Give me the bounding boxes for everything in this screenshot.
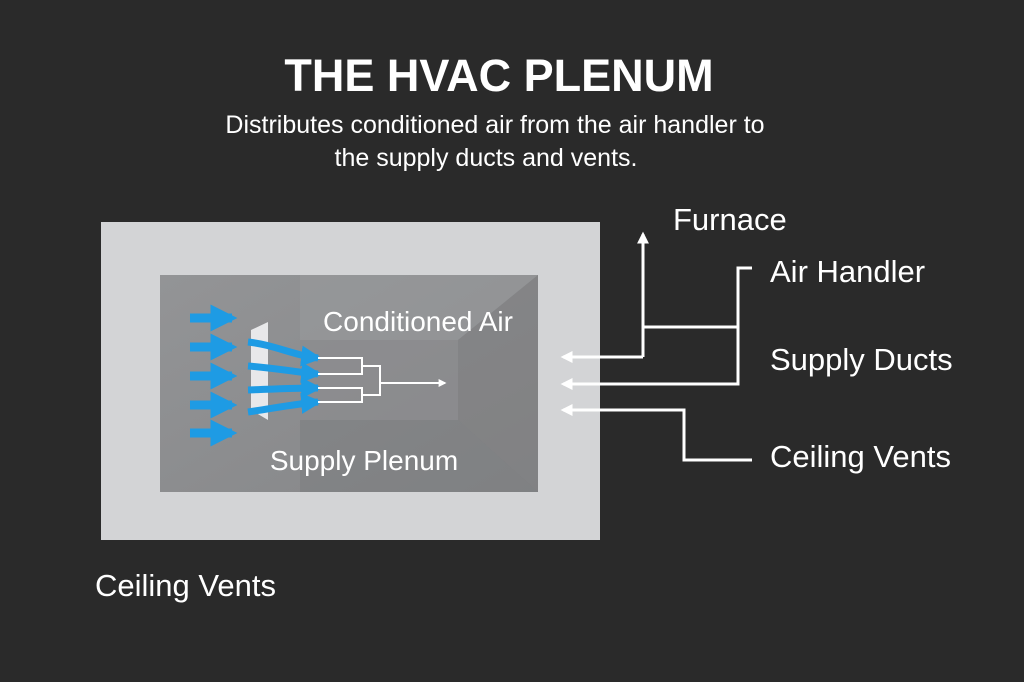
supply-plenum-label: Supply Plenum xyxy=(270,445,458,476)
furnace-label: Furnace xyxy=(673,202,787,237)
air-handler-label: Air Handler xyxy=(770,254,925,289)
internal-duct-lines xyxy=(318,357,447,403)
conditioned-air-label: Conditioned Air xyxy=(323,306,513,337)
connector-lines xyxy=(560,231,752,462)
plenum-recess xyxy=(300,275,538,492)
airflow-arrow xyxy=(247,362,323,384)
page-title: THE HVAC PLENUM xyxy=(284,50,713,101)
airflow-arrow xyxy=(247,338,323,367)
subtitle-line-1: Distributes conditioned air from the air… xyxy=(225,111,764,139)
subtitle-line-2: the supply ducts and vents. xyxy=(335,144,638,172)
supply-ducts-label: Supply Ducts xyxy=(770,342,953,377)
airflow-arrow xyxy=(247,377,323,399)
ceiling-vents-bottom-label: Ceiling Vents xyxy=(95,568,276,603)
airflow-arrow xyxy=(247,392,323,416)
ceiling-vents-right-label: Ceiling Vents xyxy=(770,439,951,474)
airflow-arrows xyxy=(190,304,323,447)
ceiling-vents-connector xyxy=(560,404,752,462)
air-handler-connector xyxy=(560,266,752,390)
